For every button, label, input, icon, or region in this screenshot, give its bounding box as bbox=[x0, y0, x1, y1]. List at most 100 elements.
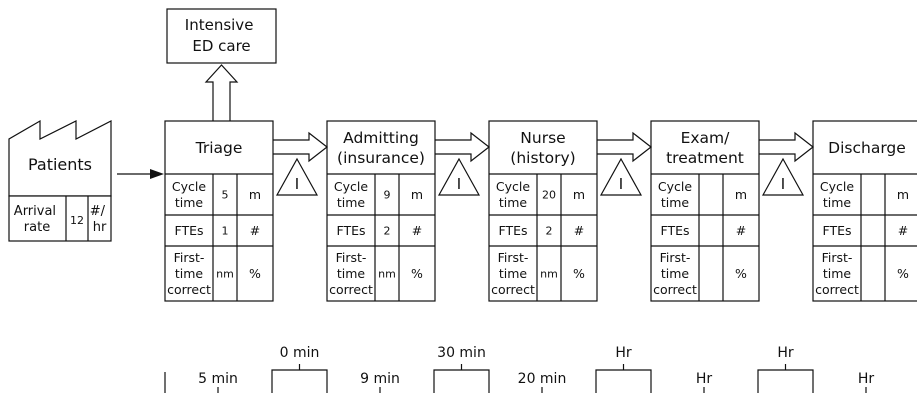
process-title: Triage bbox=[195, 139, 243, 157]
ftes-label-line-1: FTEs bbox=[174, 223, 203, 238]
first-time-correct-value-line-1: nm bbox=[540, 267, 558, 280]
arrival-rate-unit-line-2: hr bbox=[93, 220, 107, 235]
ftes-label: FTEs bbox=[336, 223, 365, 238]
push-arrow-2 bbox=[597, 131, 652, 163]
process-time-label: 5 min bbox=[198, 371, 238, 387]
push-arrow-outline bbox=[597, 131, 652, 163]
cycle-time-label-line-2: time bbox=[661, 195, 690, 210]
arrival-rate-unit-line-1: #/ bbox=[90, 204, 106, 219]
push-arrow-outline bbox=[759, 131, 814, 163]
first-time-correct-label-line-2: time bbox=[337, 266, 366, 281]
ftes-value: 2 bbox=[546, 224, 553, 237]
ftes-unit-line-1: # bbox=[898, 223, 908, 238]
first-time-correct-label-line-2: time bbox=[175, 266, 204, 281]
inventory-label: I bbox=[457, 175, 461, 193]
ftes-value-line-1: 1 bbox=[222, 224, 229, 237]
process-title-line-2: (history) bbox=[510, 149, 575, 167]
intensive-ed-care-line-1: Intensive bbox=[185, 16, 254, 34]
cycle-time-value: 20 bbox=[542, 188, 556, 201]
arrival-rate-label-line-2: rate bbox=[24, 220, 50, 235]
first-time-correct-label-line-1: First- bbox=[336, 250, 367, 265]
first-time-correct-value: nm bbox=[216, 267, 234, 280]
cycle-time-value: 9 bbox=[384, 188, 391, 201]
first-time-correct-label-line-3: correct bbox=[329, 282, 373, 297]
first-time-correct-label-line-2: time bbox=[499, 266, 528, 281]
wait-time-label: Hr bbox=[777, 345, 794, 361]
ftes-unit: # bbox=[736, 223, 746, 238]
cycle-time-label-line-2: time bbox=[823, 195, 852, 210]
timeline-wait-step-1 bbox=[433, 369, 490, 393]
first-time-correct-unit: % bbox=[573, 266, 585, 281]
arrival-rate-label-line-1: Arrival bbox=[14, 204, 56, 219]
ftes-label: FTEs bbox=[174, 223, 203, 238]
cycle-time-unit-line-1: m bbox=[573, 187, 585, 202]
first-time-correct-label-line-1: First- bbox=[660, 250, 691, 265]
process-box-frame bbox=[164, 120, 274, 302]
cycle-time-label-line-2: time bbox=[337, 195, 366, 210]
inventory-triangle-shape bbox=[599, 157, 643, 196]
wait-time-label: 30 min bbox=[437, 345, 486, 361]
timeline-wait-step-3 bbox=[757, 369, 814, 393]
intensive-ed-care-box: Intensive ED care bbox=[166, 8, 277, 64]
cycle-time-unit: m bbox=[897, 187, 909, 202]
intensive-ed-care-title: Intensive ED care bbox=[185, 16, 258, 55]
ftes-unit: # bbox=[574, 223, 584, 238]
escalation-up-arrow bbox=[204, 64, 239, 121]
ftes-unit: # bbox=[250, 223, 260, 238]
first-time-correct-label-line-2: time bbox=[661, 266, 690, 281]
cycle-time-unit: m bbox=[411, 187, 423, 202]
process-title: Exam/treatment bbox=[666, 129, 744, 167]
timeline-wait-step-0 bbox=[271, 369, 328, 393]
push-arrow-outline bbox=[435, 131, 490, 163]
ftes-value: 1 bbox=[222, 224, 229, 237]
cycle-time-unit: m bbox=[573, 187, 585, 202]
first-time-correct-unit: % bbox=[897, 266, 909, 281]
first-time-correct-label-line-1: First- bbox=[498, 250, 529, 265]
arrival-rate-value: 12 bbox=[70, 214, 84, 227]
inventory-triangle-shape bbox=[761, 157, 805, 196]
cycle-time-label-line-1: Cycle bbox=[334, 179, 368, 194]
inventory-label: I bbox=[295, 175, 299, 193]
inventory-triangle-3: I bbox=[761, 157, 805, 196]
ftes-label-line-1: FTEs bbox=[660, 223, 689, 238]
ftes-label: FTEs bbox=[660, 223, 689, 238]
ftes-unit-line-1: # bbox=[250, 223, 260, 238]
push-arrow-1 bbox=[435, 131, 490, 163]
ftes-label: FTEs bbox=[822, 223, 851, 238]
process-title-line-1: Nurse bbox=[520, 129, 565, 147]
first-time-correct-label-line-1: First- bbox=[174, 250, 205, 265]
patients-customer-box: Patients Arrival rate 12 #/ hr bbox=[8, 119, 112, 242]
first-time-correct-unit: % bbox=[411, 266, 423, 281]
process-time-label: Hr bbox=[696, 371, 713, 387]
first-time-correct-label-line-1: First- bbox=[822, 250, 853, 265]
timeline-wait-step-2 bbox=[595, 369, 652, 393]
ftes-value-line-1: 2 bbox=[546, 224, 553, 237]
first-time-correct-unit-line-1: % bbox=[897, 266, 909, 281]
patients-to-triage-arrow bbox=[117, 169, 164, 179]
process-title-line-1: Triage bbox=[195, 139, 243, 157]
process-title: Nurse (history) bbox=[510, 129, 575, 167]
first-time-correct-unit-line-1: % bbox=[573, 266, 585, 281]
cycle-time-unit-line-1: m bbox=[249, 187, 261, 202]
ftes-value: 2 bbox=[384, 224, 391, 237]
inventory-triangle-2: I bbox=[599, 157, 643, 196]
inventory-triangle-1: I bbox=[437, 157, 481, 196]
first-time-correct-label-line-3: correct bbox=[815, 282, 859, 297]
arrival-rate-row bbox=[8, 195, 112, 242]
process-time-label: Hr bbox=[858, 371, 875, 387]
inventory-label: I bbox=[781, 175, 785, 193]
process-title: Admitting(insurance) bbox=[337, 129, 425, 167]
